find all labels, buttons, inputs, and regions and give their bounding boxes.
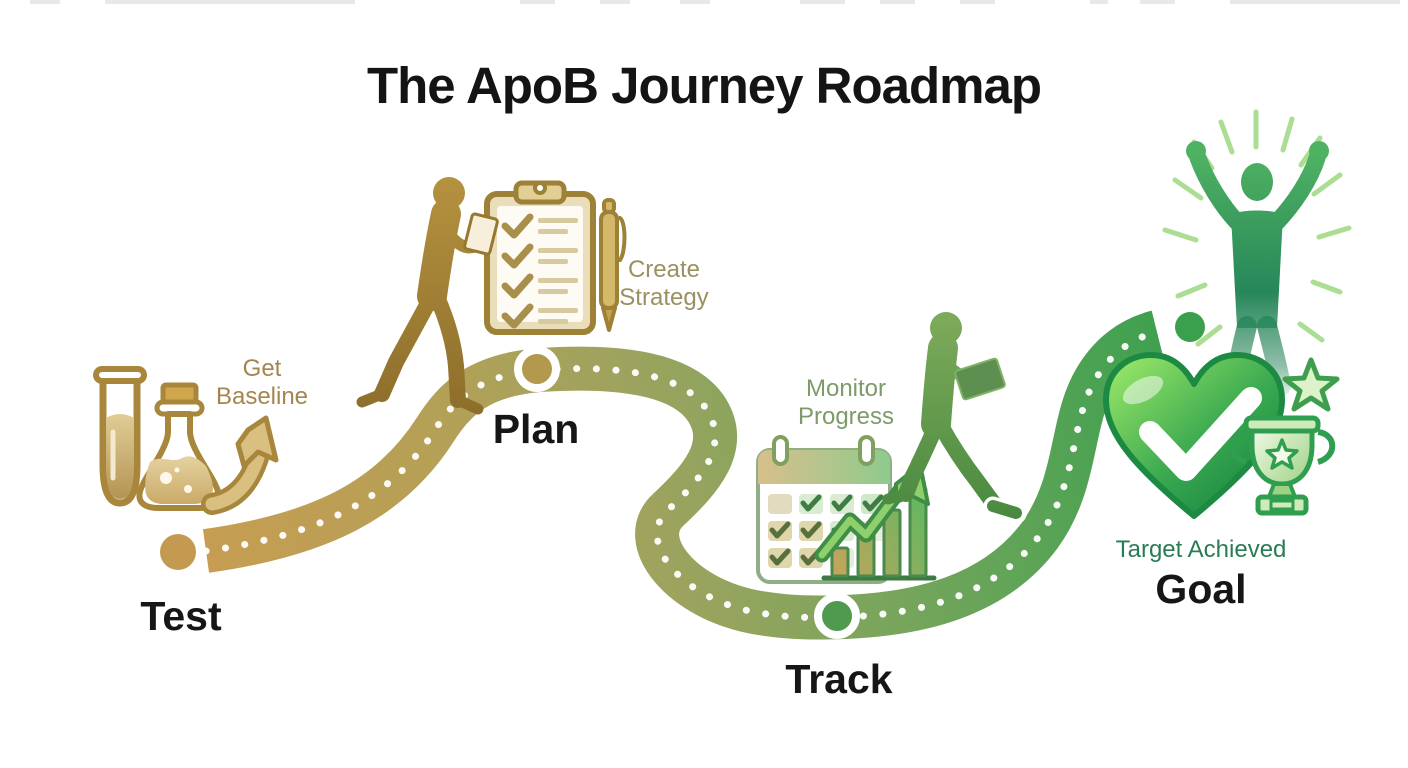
stage-label-test: Test: [140, 593, 222, 639]
goal-icon-group: [1103, 109, 1352, 519]
tablet: [954, 357, 1006, 401]
walking-person-icon: [356, 177, 488, 415]
track-node: [814, 593, 860, 639]
road-start-dot: [160, 534, 196, 570]
sublabel-monitor-progress: Monitor Progress: [797, 375, 895, 431]
star-icon: [1282, 357, 1340, 412]
notepad: [463, 212, 499, 256]
rising-arrow-icon: [201, 415, 279, 515]
plan-node: [514, 346, 560, 392]
track-icon-group: [756, 312, 1027, 584]
checklist-clipboard-icon: [484, 180, 596, 335]
road-band: [202, 310, 1164, 640]
test-tube-icon: [93, 366, 147, 507]
stage-label-track: Track: [785, 656, 893, 702]
road-end-dot: [1175, 312, 1205, 342]
sublabel-target-achieved: Target Achieved: [1115, 536, 1287, 563]
stage-label-plan: Plan: [492, 406, 580, 452]
page-title: The ApoB Journey Roadmap: [366, 57, 1042, 114]
flask-icon: [136, 382, 222, 511]
plan-icon-group: [356, 177, 627, 415]
road-center-dots: [202, 328, 1161, 622]
sublabel-get-baseline: Get Baseline: [215, 355, 309, 411]
pen-icon: [599, 198, 627, 332]
test-icon-group: [93, 366, 279, 515]
sublabel-create-strategy: Create Strategy: [619, 256, 709, 312]
celebrating-person-icon: [1186, 141, 1329, 396]
road: [160, 310, 1205, 640]
stage-label-goal: Goal: [1155, 566, 1247, 612]
trophy-icon: [1228, 415, 1336, 516]
